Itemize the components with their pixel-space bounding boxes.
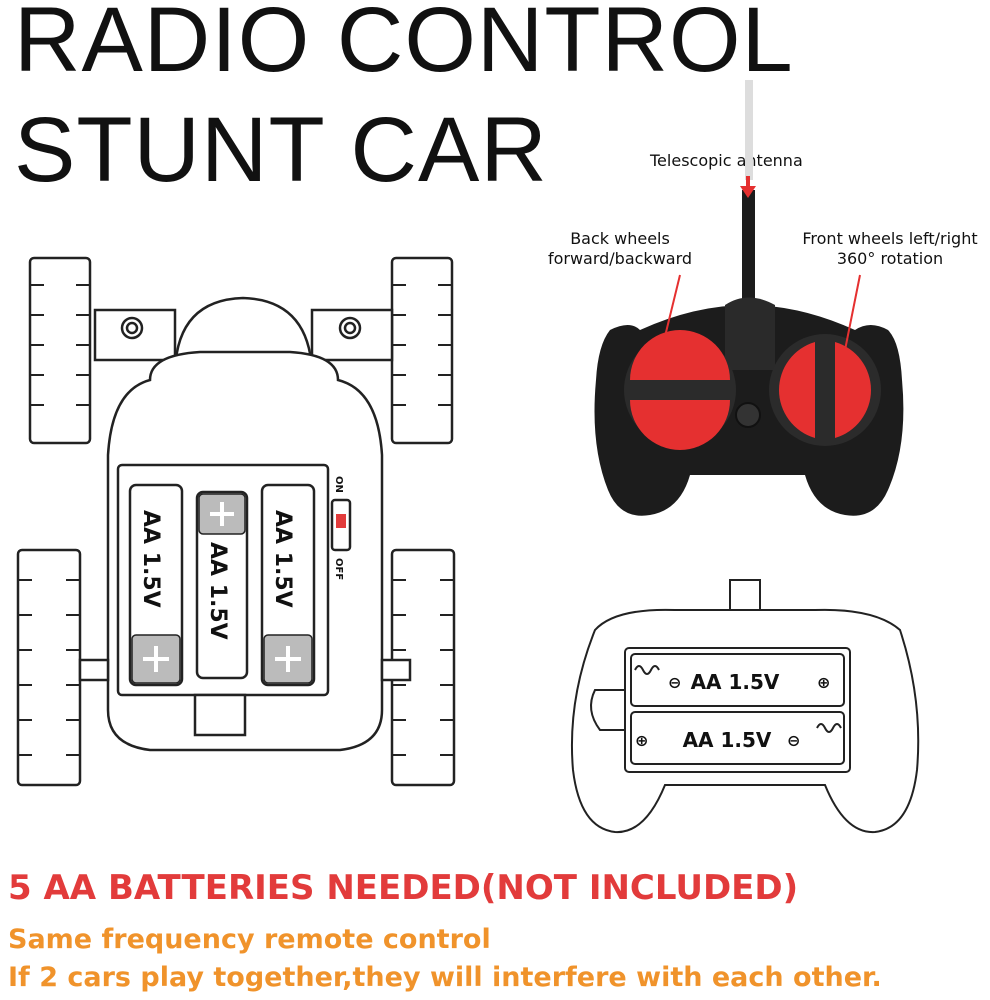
car-battery-3-label: AA 1.5V: [270, 510, 295, 608]
svg-text:⊖: ⊖: [668, 673, 681, 692]
car-diagram: ON OFF AA 1.5V AA 1.5V AA 1.5V: [16, 256, 456, 787]
title-line-2: STUNT CAR: [14, 99, 548, 201]
batteries-needed-note: 5 AA BATTERIES NEEDED(NOT INCLUDED): [8, 868, 799, 908]
svg-text:⊖: ⊖: [787, 731, 800, 750]
frequency-note: Same frequency remote control: [8, 924, 491, 955]
left-stick-label: Back wheels forward/backward: [547, 229, 693, 268]
switch-on-label: ON: [333, 476, 344, 493]
right-stick-label: Front wheels left/right 360° rotation: [802, 229, 978, 268]
switch-off-label: OFF: [333, 558, 344, 580]
interference-note: If 2 cars play together,they will interf…: [8, 962, 882, 993]
remote-battery-1-label: AA 1.5V: [691, 670, 780, 694]
remote-battery-diagram: AA 1.5V AA 1.5V ⊖ ⊕ ⊕ ⊖: [570, 579, 920, 834]
remote-controller: [594, 80, 904, 516]
car-battery-1-label: AA 1.5V: [138, 510, 163, 608]
svg-text:⊕: ⊕: [635, 731, 648, 750]
svg-text:⊕: ⊕: [817, 673, 830, 692]
car-battery-2-label: AA 1.5V: [205, 542, 230, 640]
title-line-1: RADIO CONTROL: [14, 0, 794, 91]
remote-battery-2-label: AA 1.5V: [683, 728, 772, 752]
antenna-label: Telescopic antenna: [650, 151, 803, 170]
